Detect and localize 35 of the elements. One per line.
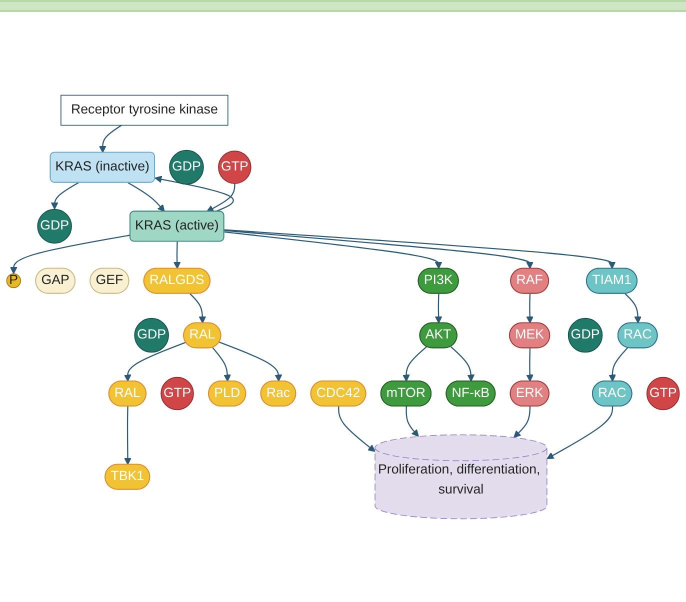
arrow bbox=[526, 348, 534, 382]
arrow bbox=[224, 229, 616, 269]
arrow bbox=[624, 293, 642, 324]
arrow bbox=[124, 406, 132, 465]
node-circle: GTP bbox=[218, 150, 252, 184]
arrow bbox=[450, 346, 475, 382]
node-circle: GTP bbox=[160, 376, 194, 410]
node-circle: GDP bbox=[134, 318, 169, 353]
arrow bbox=[546, 406, 614, 460]
arrow bbox=[128, 182, 165, 212]
node-circle: GDP bbox=[37, 208, 72, 244]
arrow bbox=[406, 406, 419, 437]
arrow bbox=[50, 182, 79, 210]
arrow bbox=[434, 294, 442, 324]
arrow bbox=[224, 230, 534, 269]
arrow bbox=[173, 242, 181, 269]
node-circle: GTP bbox=[646, 376, 680, 410]
arrow bbox=[402, 346, 428, 382]
arrow bbox=[10, 234, 130, 274]
arrow bbox=[190, 293, 206, 324]
arrow bbox=[526, 294, 534, 324]
node-circle: GDP bbox=[568, 318, 603, 353]
node-circle: P bbox=[6, 273, 21, 288]
arrow bbox=[98, 124, 122, 153]
node-circle: GDP bbox=[169, 150, 204, 185]
arrow bbox=[154, 176, 234, 212]
arrow bbox=[212, 347, 232, 382]
arrow bbox=[219, 342, 282, 382]
arrow bbox=[514, 406, 531, 438]
arrow bbox=[206, 184, 236, 212]
arrow bbox=[224, 231, 442, 269]
node-box: Receptor tyrosine kinase bbox=[60, 94, 228, 126]
arrow bbox=[124, 342, 186, 382]
arrow bbox=[338, 406, 376, 452]
arrow bbox=[608, 347, 628, 382]
